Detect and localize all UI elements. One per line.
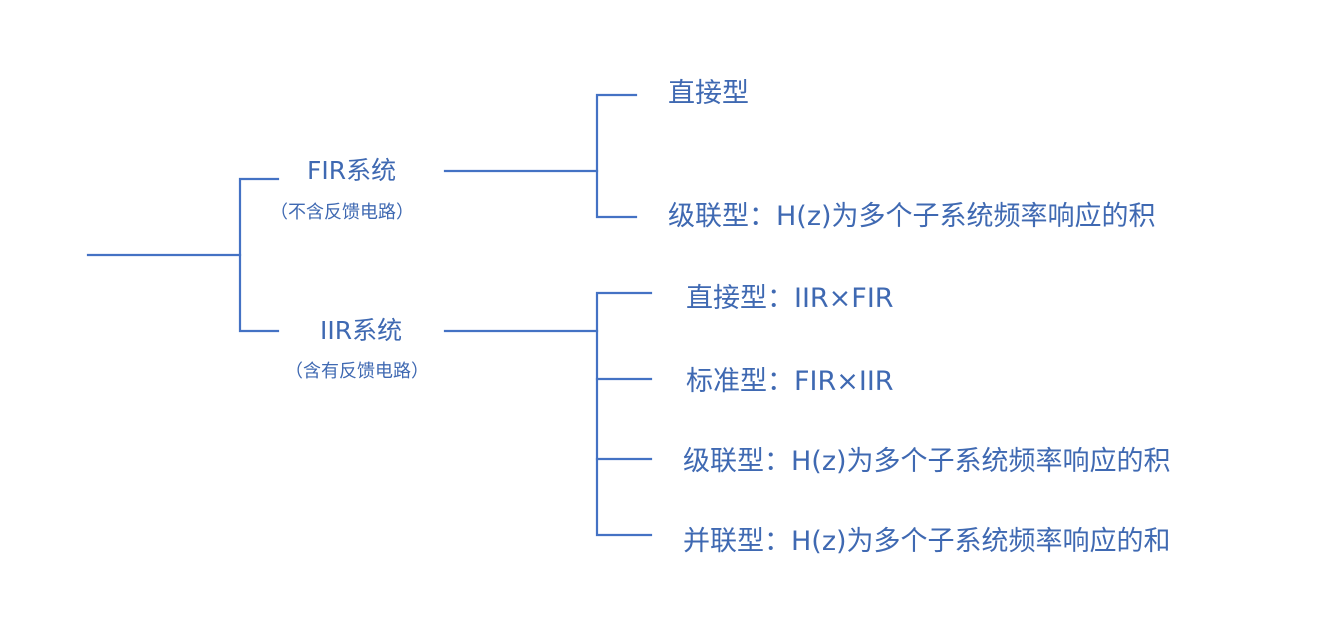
iir-bracket-line (595, 291, 653, 537)
iir-branch-direct: 直接型：IIR×FIR (686, 283, 894, 314)
fir-bracket-line (595, 93, 638, 219)
root-bracket-line (238, 177, 280, 333)
fir-branch-direct: 直接型 (668, 78, 749, 109)
fir-branch-cascade: 级联型：H(z)为多个子系统频率响应的积 (668, 201, 1156, 232)
iir-system-title: IIR系统 (320, 316, 403, 345)
iir-branch-parallel: 并联型：H(z)为多个子系统频率响应的和 (683, 526, 1171, 557)
iir-branch-standard: 标准型：FIR×IIR (686, 366, 894, 397)
iir-system-note: （含有反馈电路） (285, 361, 429, 382)
fir-system-note: （不含反馈电路） (270, 202, 414, 223)
fir-system-title: FIR系统 (307, 156, 397, 185)
iir-branch-cascade: 级联型：H(z)为多个子系统频率响应的积 (683, 446, 1171, 477)
